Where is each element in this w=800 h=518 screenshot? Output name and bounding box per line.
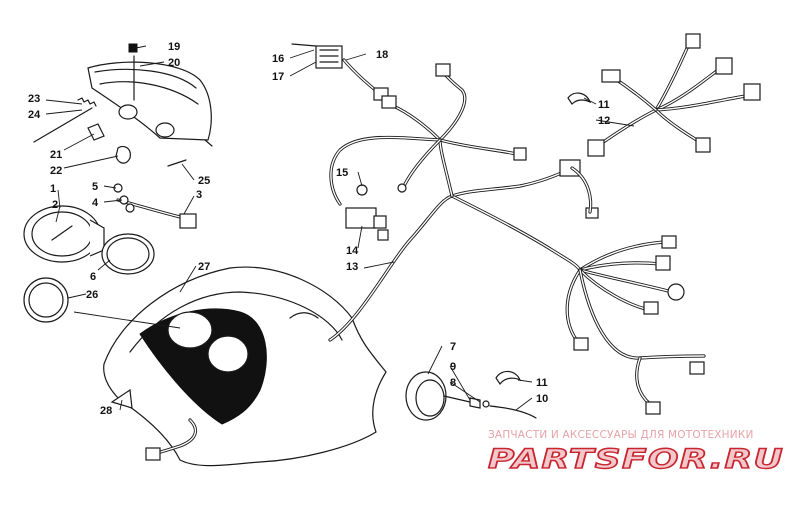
speedometer-gauge	[23, 205, 105, 263]
callout-14: 14	[346, 245, 359, 257]
switch-assembly-14	[345, 207, 389, 241]
callout-3: 3	[196, 189, 202, 201]
main-harness	[328, 63, 599, 342]
bezel-26	[23, 277, 69, 323]
gasket-6	[101, 233, 155, 275]
callout-10: 10	[536, 393, 548, 405]
taillight-assembly	[405, 370, 537, 421]
callout-17: 17	[272, 71, 284, 83]
callout-8: 8	[450, 377, 456, 389]
gauge-harness	[113, 183, 197, 229]
callout-2: 2	[52, 199, 58, 211]
callout-18: 18	[376, 49, 388, 61]
callout-21: 21	[50, 149, 62, 161]
callout-1: 1	[50, 183, 56, 195]
clamp-11b	[495, 370, 522, 386]
callout-19: 19	[168, 41, 180, 53]
callout-25: 25	[198, 175, 210, 187]
bulb-socket	[87, 123, 131, 164]
callout-labels: 19 20 23 24 21 22 25 1 5 3 4 2 6 26 27 2…	[28, 41, 610, 417]
dash-panel	[103, 266, 387, 467]
clip-25	[167, 159, 187, 167]
callout-11-dup: 11	[536, 377, 548, 389]
dash-harness	[145, 418, 198, 461]
callout-22: 22	[50, 165, 62, 177]
leader-lines	[45, 45, 635, 411]
callout-15: 15	[336, 167, 348, 179]
watermark-tagline: ЗАПЧАСТИ И АКСЕССУАРЫ ДЛЯ МОТОТЕХНИКИ	[488, 429, 754, 441]
callout-7: 7	[450, 341, 456, 353]
watermark: ЗАПЧАСТИ И АКСЕССУАРЫ ДЛЯ МОТОТЕХНИКИ PA…	[487, 429, 784, 476]
branch-harness	[565, 235, 706, 415]
callout-24: 24	[28, 109, 41, 121]
rear-harness	[567, 33, 761, 157]
decal-28	[110, 388, 133, 409]
headlight-housing	[87, 43, 213, 147]
callout-26: 26	[86, 289, 98, 301]
watermark-brand: PARTSFOR.RU	[488, 444, 784, 475]
callout-4: 4	[92, 197, 99, 209]
callout-27: 27	[198, 261, 210, 273]
callout-9: 9	[450, 361, 456, 373]
callout-16: 16	[272, 53, 284, 65]
callout-20: 20	[168, 57, 180, 69]
callout-5: 5	[92, 181, 98, 193]
callout-13: 13	[346, 261, 358, 273]
callout-28: 28	[100, 405, 112, 417]
callout-23: 23	[28, 93, 40, 105]
callout-12: 12	[598, 115, 610, 127]
clamp-11a	[567, 92, 592, 105]
callout-11: 11	[598, 99, 610, 111]
callout-6: 6	[90, 271, 96, 283]
adjuster-screw	[33, 97, 97, 143]
